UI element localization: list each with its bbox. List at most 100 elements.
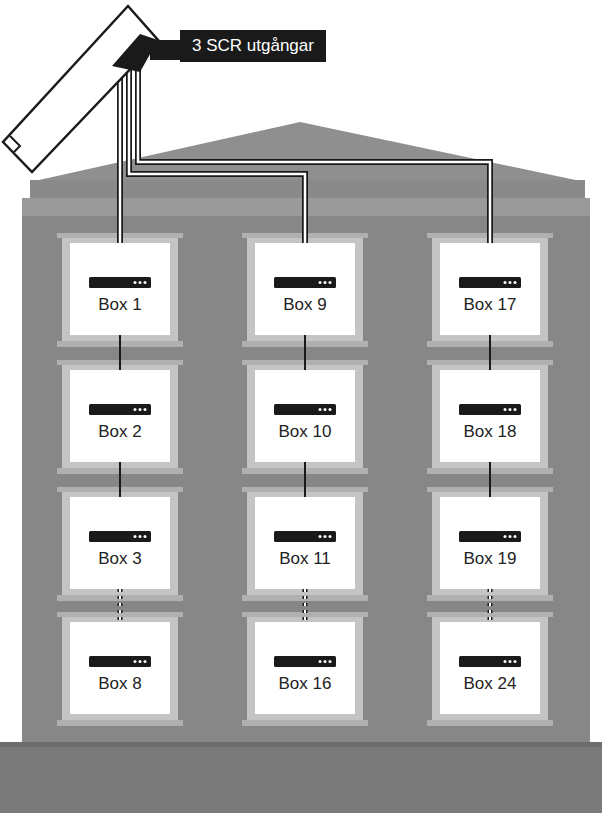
set-top-box-icon: [274, 277, 336, 289]
box-led: [134, 660, 137, 663]
box-label: Box 2: [70, 422, 170, 442]
window-box: Box 8: [70, 622, 170, 714]
window-box: Box 10: [255, 370, 355, 462]
label-joint: [150, 40, 182, 60]
set-top-box-icon: [459, 656, 521, 668]
cables: [120, 62, 490, 243]
box-body: [89, 656, 151, 667]
coax-link: [120, 589, 121, 622]
window-box: Box 1: [70, 243, 170, 335]
cable: [138, 62, 490, 243]
box-body: [459, 656, 521, 667]
box-led: [324, 660, 327, 663]
box-led: [324, 408, 327, 411]
set-top-box-icon: [89, 277, 151, 289]
window-frame: [247, 235, 363, 343]
cable: [117, 70, 123, 243]
dish-rim: [10, 136, 20, 152]
link-line: [119, 462, 121, 497]
link-line: [304, 335, 306, 370]
box-led: [144, 281, 147, 284]
window-box: Box 11: [255, 497, 355, 589]
box-led: [509, 535, 512, 538]
box-label: Box 9: [255, 295, 355, 315]
box-led: [324, 281, 327, 284]
box-led: [509, 408, 512, 411]
coax-link: [490, 589, 491, 622]
window-frame: [247, 489, 363, 597]
box-led: [509, 660, 512, 663]
box-body: [274, 404, 336, 415]
box-led: [139, 660, 142, 663]
box-led: [514, 660, 517, 663]
window-box: Box 2: [70, 370, 170, 462]
window-box: Box 18: [440, 370, 540, 462]
box-led: [144, 408, 147, 411]
set-top-box-icon: [274, 531, 336, 543]
coax-link: [490, 462, 491, 497]
base: [0, 742, 602, 813]
set-top-box-icon: [274, 404, 336, 416]
box-body: [274, 277, 336, 288]
link-line: [304, 462, 306, 497]
box-body: [459, 531, 521, 542]
window-frame: [432, 235, 548, 343]
window-frames: [57, 233, 553, 726]
callout-box: 3 SCR utgångar: [180, 30, 326, 62]
link-line: [118, 589, 123, 622]
link-line: [489, 589, 491, 622]
window-frame: [62, 614, 178, 722]
box-led: [504, 535, 507, 538]
window-box: Box 17: [440, 243, 540, 335]
base-edge: [0, 742, 602, 747]
box-label: Box 17: [440, 295, 540, 315]
box-label: Box 11: [255, 549, 355, 569]
box-led: [144, 535, 147, 538]
window-frame: [247, 362, 363, 470]
box-led: [329, 281, 332, 284]
link-line: [119, 589, 121, 622]
callout-text: 3 SCR utgångar: [192, 36, 314, 55]
box-led: [134, 281, 137, 284]
box-led: [329, 535, 332, 538]
satellite-dish: [3, 6, 158, 172]
box-led: [504, 408, 507, 411]
box-led: [504, 660, 507, 663]
set-top-box-icon: [459, 277, 521, 289]
box-label: Box 10: [255, 422, 355, 442]
box-led: [144, 660, 147, 663]
window-frame: [247, 614, 363, 722]
box-body: [459, 404, 521, 415]
window-frame: [62, 489, 178, 597]
cable: [119, 70, 122, 243]
box-label: Box 8: [70, 674, 170, 694]
window-box: Box 24: [440, 622, 540, 714]
box-label: Box 3: [70, 549, 170, 569]
set-top-box-icon: [459, 404, 521, 416]
facade: [22, 216, 590, 746]
window-box: Box 19: [440, 497, 540, 589]
box-body: [89, 531, 151, 542]
link-line: [303, 589, 308, 622]
box-led: [319, 408, 322, 411]
set-top-box-icon: [89, 656, 151, 668]
coax-link: [305, 589, 306, 622]
box-led: [324, 535, 327, 538]
window-frame: [62, 235, 178, 343]
box-label: Box 19: [440, 549, 540, 569]
box-led: [514, 408, 517, 411]
set-top-box-icon: [459, 531, 521, 543]
window-frame: [432, 489, 548, 597]
box-led: [319, 535, 322, 538]
link-line: [489, 335, 491, 370]
box-body: [89, 277, 151, 288]
cable: [129, 66, 305, 243]
box-led: [514, 281, 517, 284]
coax-link: [490, 335, 491, 370]
coax-link: [120, 462, 121, 497]
set-top-box-icon: [274, 656, 336, 668]
coax-link: [305, 335, 306, 370]
box-body: [274, 531, 336, 542]
coax-link: [120, 335, 121, 370]
window-box: Box 16: [255, 622, 355, 714]
